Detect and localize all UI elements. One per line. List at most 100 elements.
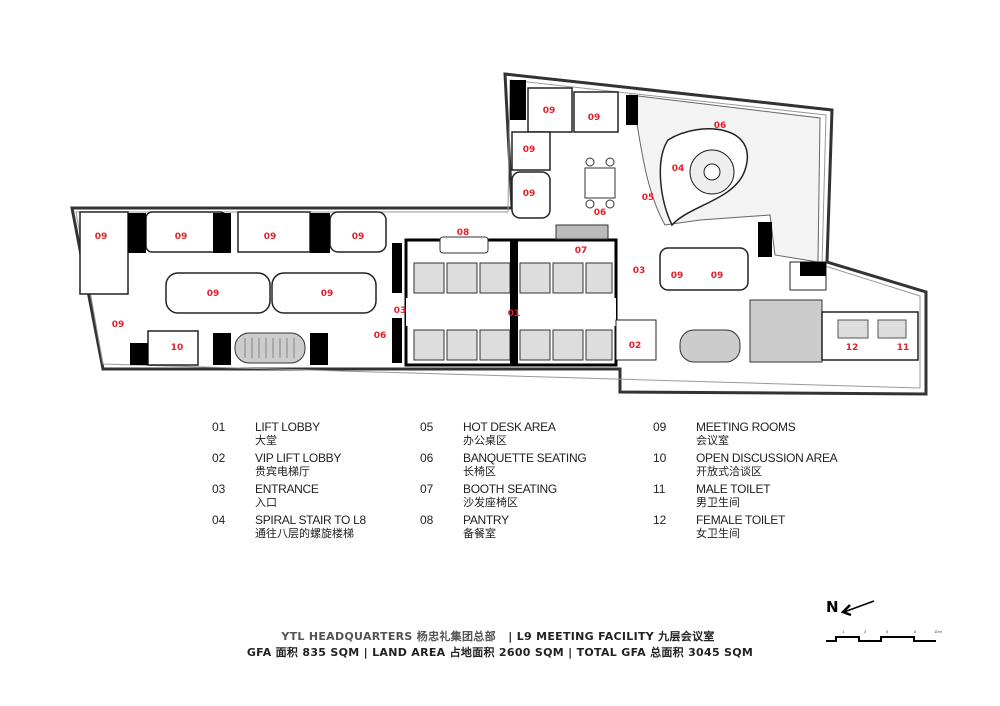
label-booth: 07 (575, 246, 588, 256)
gfa: GFA 面积 835 SQM (246, 646, 360, 659)
label-meeting-room: 09 (711, 271, 724, 281)
booth-seating (555, 224, 609, 240)
legend-number: 08 (420, 513, 434, 527)
north-arrow-icon (840, 600, 875, 617)
label-meeting-room: 09 (112, 320, 125, 330)
legend-label: MEETING ROOMS (696, 420, 796, 434)
legend-number: 12 (653, 513, 667, 527)
legend-label: MALE TOILET (696, 482, 771, 496)
legend-label-cn: 大堂 (255, 435, 277, 447)
facility-name: | L9 MEETING FACILITY 九层会议室 (508, 630, 715, 643)
legend-number: 06 (420, 451, 434, 465)
legend-label: FEMALE TOILET (696, 513, 786, 527)
scale-tick: 8 (914, 629, 917, 634)
label-banquette: 06 (714, 121, 727, 131)
legend-label-cn: 备餐室 (463, 528, 496, 540)
legend-label-cn: 女卫生间 (696, 528, 740, 540)
scale-tick: 10m (934, 629, 942, 634)
lift-core (404, 238, 618, 367)
legend-number: 02 (212, 451, 226, 465)
meeting-rooms-north (511, 87, 749, 291)
legend-label-cn: 会议室 (696, 435, 729, 447)
stair-treads (244, 338, 295, 358)
label-meeting-room: 09 (264, 232, 277, 242)
label-banquette: 06 (594, 208, 607, 218)
fire-stair-west (234, 332, 306, 364)
label-male-toilet: 11 (897, 343, 910, 353)
legend-number: 11 (653, 482, 666, 496)
legend-label: OPEN DISCUSSION AREA (696, 451, 838, 465)
legend-label-cn: 开放式洽谈区 (696, 466, 762, 478)
legend-label-cn: 办公桌区 (463, 435, 507, 447)
spiral-stair (659, 128, 748, 227)
scale-bar (826, 636, 936, 642)
columns (128, 80, 772, 365)
footer-title: YTL HEADQUARTERS 杨忠礼集团总部 | L9 MEETING FA… (0, 630, 998, 644)
legend-number: 01 (212, 420, 226, 434)
legend-label: LIFT LOBBY (255, 420, 320, 434)
label-meeting-room: 09 (95, 232, 108, 242)
scale-tick: 5 (886, 629, 889, 634)
label-entrance: 03 (633, 266, 646, 276)
label-meeting-room: 09 (321, 289, 334, 299)
legend-label-cn: 通往八层的螺旋楼梯 (255, 528, 354, 540)
legend-label-cn: 入口 (255, 497, 277, 509)
footer-areas: GFA 面积 835 SQM | LAND AREA 占地面积 2600 SQM… (0, 646, 1000, 660)
legend-number: 09 (653, 420, 667, 434)
label-vip-lobby: 02 (629, 341, 642, 351)
label-lift-lobby: 01 (508, 309, 521, 319)
legend-number: 04 (212, 513, 226, 527)
label-banquette: 06 (374, 331, 387, 341)
label-meeting-room: 09 (523, 145, 536, 155)
label-meeting-room: 09 (207, 289, 220, 299)
label-meeting-room: 09 (543, 106, 556, 116)
label-female-toilet: 12 (846, 343, 859, 353)
legend-label: BANQUETTE SEATING (463, 451, 587, 465)
legend-number: 10 (653, 451, 667, 465)
label-hot-desk: 05 (642, 193, 655, 203)
label-meeting-room: 09 (523, 189, 536, 199)
land-area: | LAND AREA 占地面积 2600 SQM (363, 646, 564, 659)
legend-number: 07 (420, 482, 434, 496)
service-core-east (615, 261, 919, 363)
total-gfa: | TOTAL GFA 总面积 3045 SQM (568, 646, 754, 659)
legend-label: HOT DESK AREA (463, 420, 556, 434)
pantry-counter (439, 236, 489, 254)
legend-label-cn: 长椅区 (463, 466, 496, 478)
legend-label: ENTRANCE (255, 482, 319, 496)
scale-tick: 1 (842, 629, 845, 634)
legend-label-cn: 男卫生间 (696, 497, 740, 509)
legend-label: SPIRAL STAIR TO L8 (255, 513, 366, 527)
scale-tick: 3 (864, 629, 867, 634)
label-meeting-room: 09 (671, 271, 684, 281)
room-labels: 09 09 09 09 09 09 09 09 09 09 09 09 09 1… (95, 106, 910, 353)
legend-number: 05 (420, 420, 434, 434)
label-meeting-room: 09 (588, 113, 601, 123)
label-pantry: 08 (457, 228, 470, 238)
floor-plan: 09 09 09 09 09 09 09 09 09 09 09 09 09 1… (70, 72, 928, 396)
legend-label-cn: 沙发座椅区 (463, 497, 518, 509)
label-spiral-stair: 04 (672, 164, 685, 174)
legend-label-cn: 贵宾电梯厅 (255, 466, 310, 478)
label-open-discussion: 10 (171, 343, 184, 353)
label-meeting-room: 09 (352, 232, 365, 242)
label-entrance: 03 (394, 306, 407, 316)
legend-label: BOOTH SEATING (463, 482, 557, 496)
legend-label: PANTRY (463, 513, 509, 527)
hot-desks (584, 157, 616, 209)
label-meeting-room: 09 (175, 232, 188, 242)
